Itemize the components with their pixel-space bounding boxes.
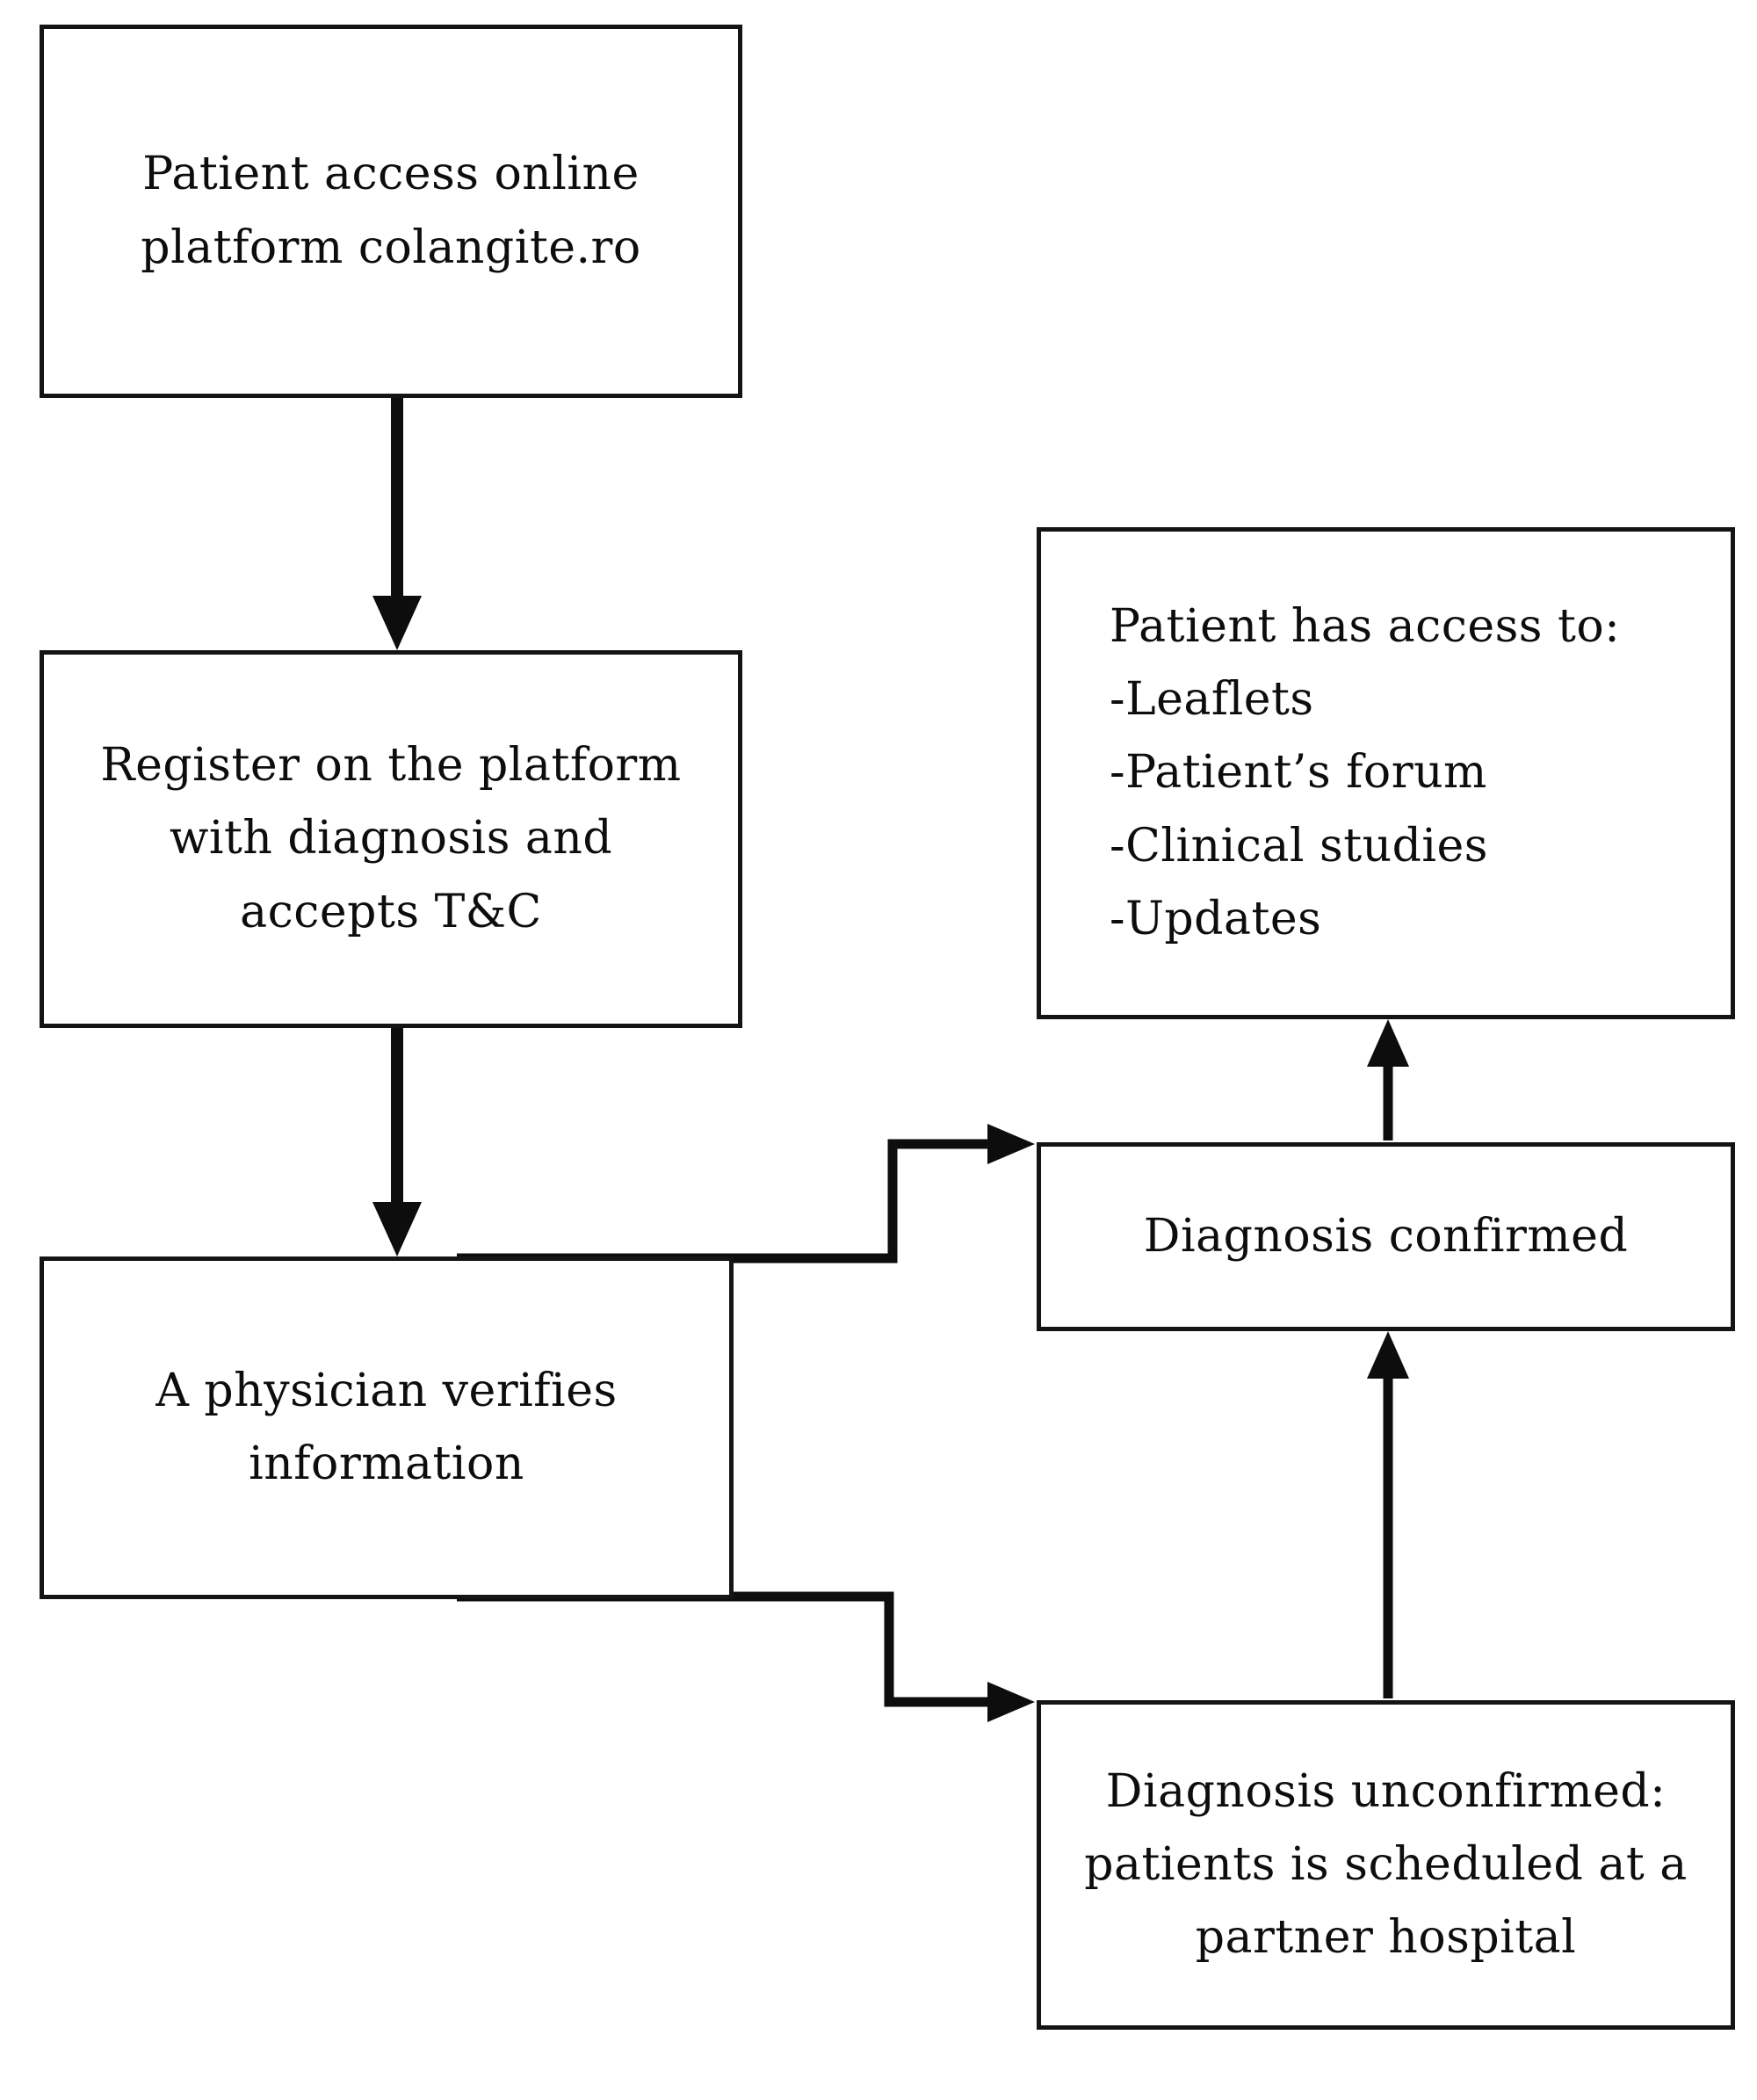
node-register: Register on the platform with diagnosis … <box>40 650 742 1028</box>
node-text-line: Patient has access to: <box>1110 600 1621 654</box>
node-patient-access: Patient has access to: -Leaflets -Patien… <box>1037 527 1735 1019</box>
node-text-line: information <box>249 1437 524 1490</box>
elbow-physician-to-confirmed <box>457 1124 1035 1264</box>
node-text-line: Register on the platform <box>100 739 682 793</box>
node-access-platform: Patient access online platform colangite… <box>40 25 742 398</box>
node-diagnosis-unconfirmed: Diagnosis unconfirmed: patients is sched… <box>1037 1700 1735 2030</box>
node-text-line: A physician verifies <box>155 1364 618 1417</box>
node-text-line: platform colangite.ro <box>141 221 641 274</box>
node-text-line: -Updates <box>1110 892 1322 945</box>
arrow-access-to-register <box>372 395 422 650</box>
arrow-confirmed-to-patient-access <box>1367 1019 1409 1141</box>
elbow-physician-to-unconfirmed <box>457 1591 1035 1722</box>
node-text-line: partner hospital <box>1195 1911 1577 1965</box>
node-text-line: with diagnosis and <box>169 812 613 865</box>
node-physician-verifies: A physician verifies information <box>40 1256 734 1599</box>
node-text-line: accepts T&C <box>240 885 542 938</box>
node-text-line: -Clinical studies <box>1110 819 1488 873</box>
node-text-line: Diagnosis unconfirmed: <box>1105 1764 1667 1818</box>
arrow-register-to-physician <box>372 1025 422 1256</box>
node-diagnosis-confirmed: Diagnosis confirmed <box>1037 1142 1735 1331</box>
node-text-line: Patient access online <box>142 148 640 201</box>
node-text-line: -Patient’s forum <box>1110 746 1487 800</box>
node-text-line: patients is scheduled at a <box>1084 1837 1688 1891</box>
node-text-line: -Leaflets <box>1110 673 1314 727</box>
arrow-unconfirmed-to-confirmed <box>1367 1331 1409 1698</box>
node-text-line: Diagnosis confirmed <box>1143 1209 1629 1263</box>
